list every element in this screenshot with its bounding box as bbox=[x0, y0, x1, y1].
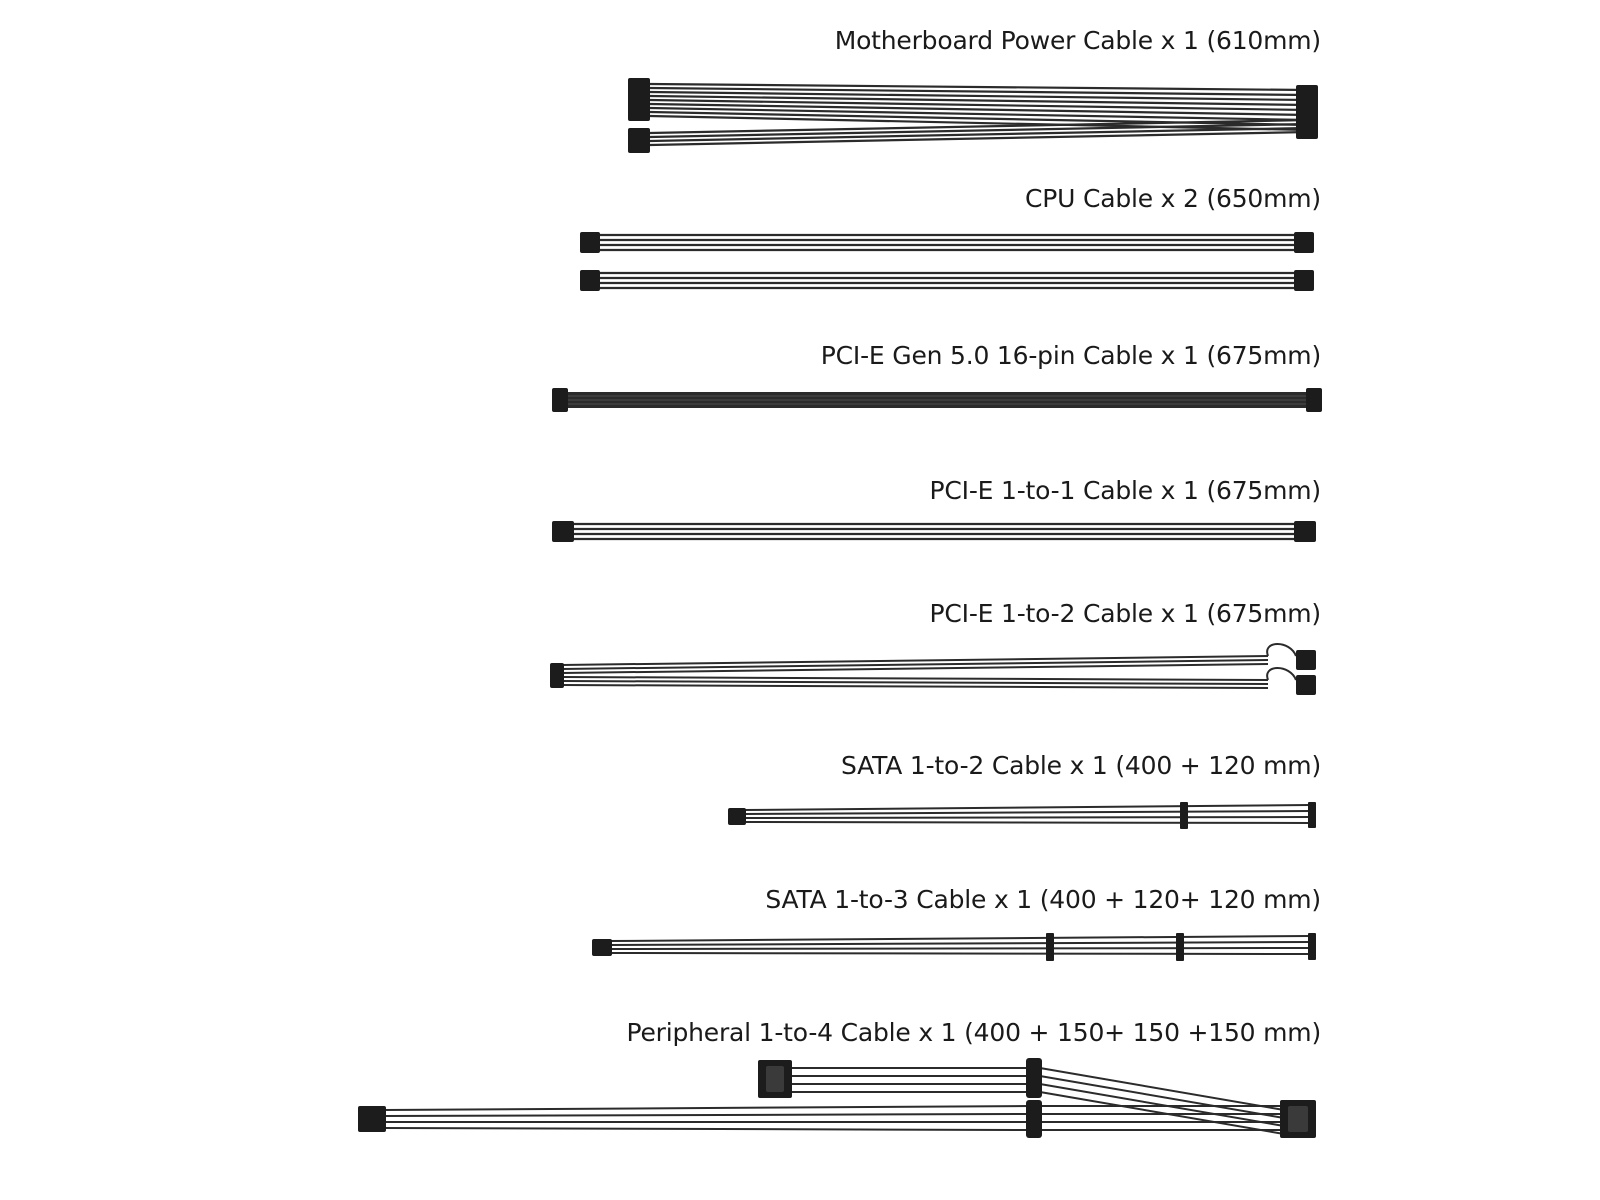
motherboard-cable-label: Motherboard Power Cable x 1 (610mm) bbox=[834, 26, 1321, 55]
pcie-1to1-cable-image bbox=[552, 521, 1316, 542]
pcie-1to1-cable-label: PCI-E 1-to-1 Cable x 1 (675mm) bbox=[929, 476, 1322, 505]
pcie-1to2-cable-image bbox=[550, 643, 1316, 695]
sata-1to3-cable-image bbox=[592, 933, 1316, 961]
motherboard-cable-image bbox=[628, 78, 1318, 153]
pcie-gen5-cable-image bbox=[552, 388, 1322, 412]
sata-1to2-cable-image bbox=[728, 802, 1316, 829]
pcie-gen5-cable-label: PCI-E Gen 5.0 16-pin Cable x 1 (675mm) bbox=[820, 341, 1321, 370]
peripheral-1to4-cable-image bbox=[358, 1058, 1316, 1138]
sata-1to3-cable-label: SATA 1-to-3 Cable x 1 (400 + 120+ 120 mm… bbox=[765, 885, 1321, 914]
cpu-cable-image bbox=[580, 232, 1314, 291]
cpu-cable-label: CPU Cable x 2 (650mm) bbox=[1024, 184, 1321, 213]
pcie-1to2-cable-label: PCI-E 1-to-2 Cable x 1 (675mm) bbox=[929, 599, 1322, 628]
sata-1to2-cable-label: SATA 1-to-2 Cable x 1 (400 + 120 mm) bbox=[841, 751, 1321, 780]
peripheral-1to4-cable-label: Peripheral 1-to-4 Cable x 1 (400 + 150+ … bbox=[626, 1018, 1321, 1047]
